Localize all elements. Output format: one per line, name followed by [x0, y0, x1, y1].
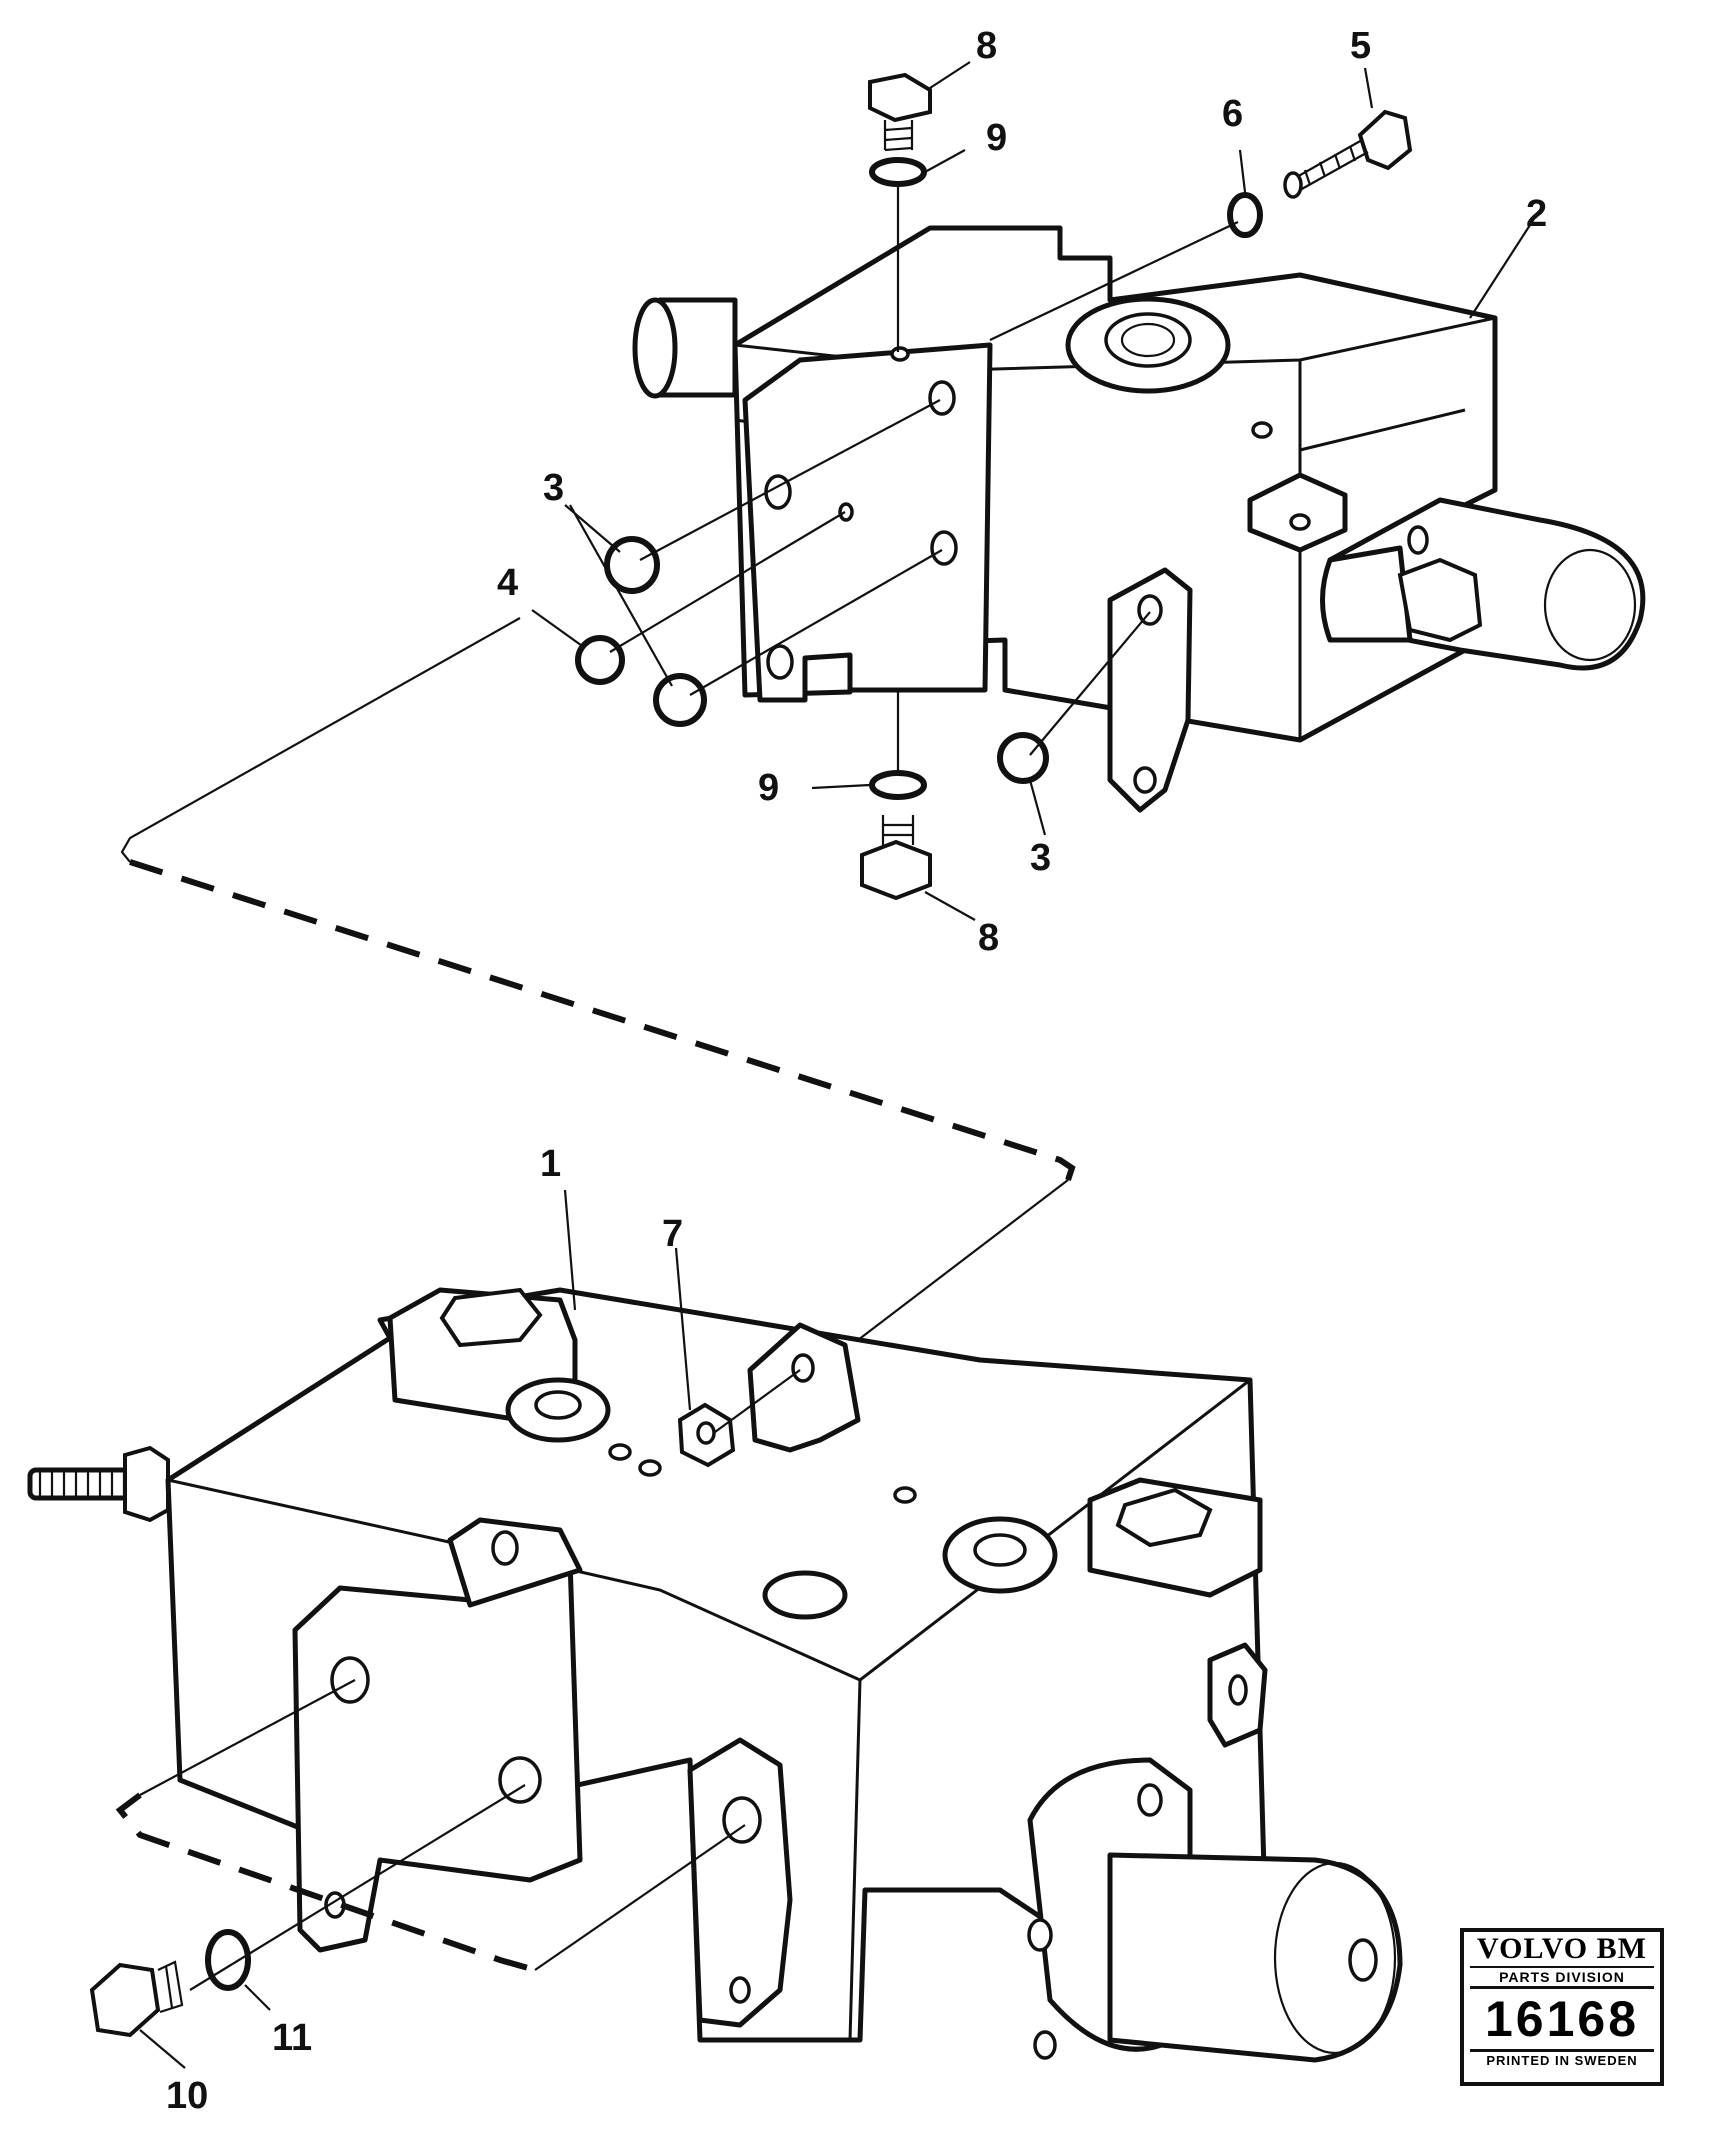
- badge-division: PARTS DIVISION: [1470, 1966, 1654, 1989]
- fasteners: [89, 72, 1413, 2038]
- callout-6: 6: [1222, 93, 1243, 135]
- badge-brand: VOLVO BM: [1477, 1932, 1647, 1965]
- badge-printed: PRINTED IN SWEDEN: [1470, 2049, 1654, 2070]
- callout-3-right: 3: [1030, 837, 1051, 879]
- o-rings: [575, 536, 1049, 784]
- callout-11: 11: [272, 2017, 312, 2059]
- volvo-bm-parts-badge: VOLVO BM PARTS DIVISION 16168 PRINTED IN…: [1460, 1928, 1664, 2086]
- callout-10: 10: [166, 2075, 208, 2117]
- callout-leaders: [139, 61, 1531, 2069]
- callout-9-lower: 9: [758, 767, 779, 809]
- assembly-lines: [115, 185, 1239, 1991]
- callout-9-top: 9: [986, 117, 1007, 159]
- valve-section-upper: [632, 225, 1646, 813]
- callout-1: 1: [540, 1143, 561, 1185]
- callout-8-top: 8: [976, 25, 997, 67]
- callout-5: 5: [1350, 25, 1371, 67]
- callout-7: 7: [662, 1213, 683, 1255]
- callout-4: 4: [497, 562, 518, 604]
- badge-number: 16168: [1484, 1991, 1640, 2047]
- callout-3-left: 3: [543, 467, 564, 509]
- callout-labels: 8 9 5 6 2 3 4 9 3 8 1 7 11 10: [166, 25, 1547, 2117]
- valve-section-lower: [27, 1287, 1403, 2063]
- callout-2: 2: [1526, 193, 1547, 235]
- callout-8-lower: 8: [978, 917, 999, 959]
